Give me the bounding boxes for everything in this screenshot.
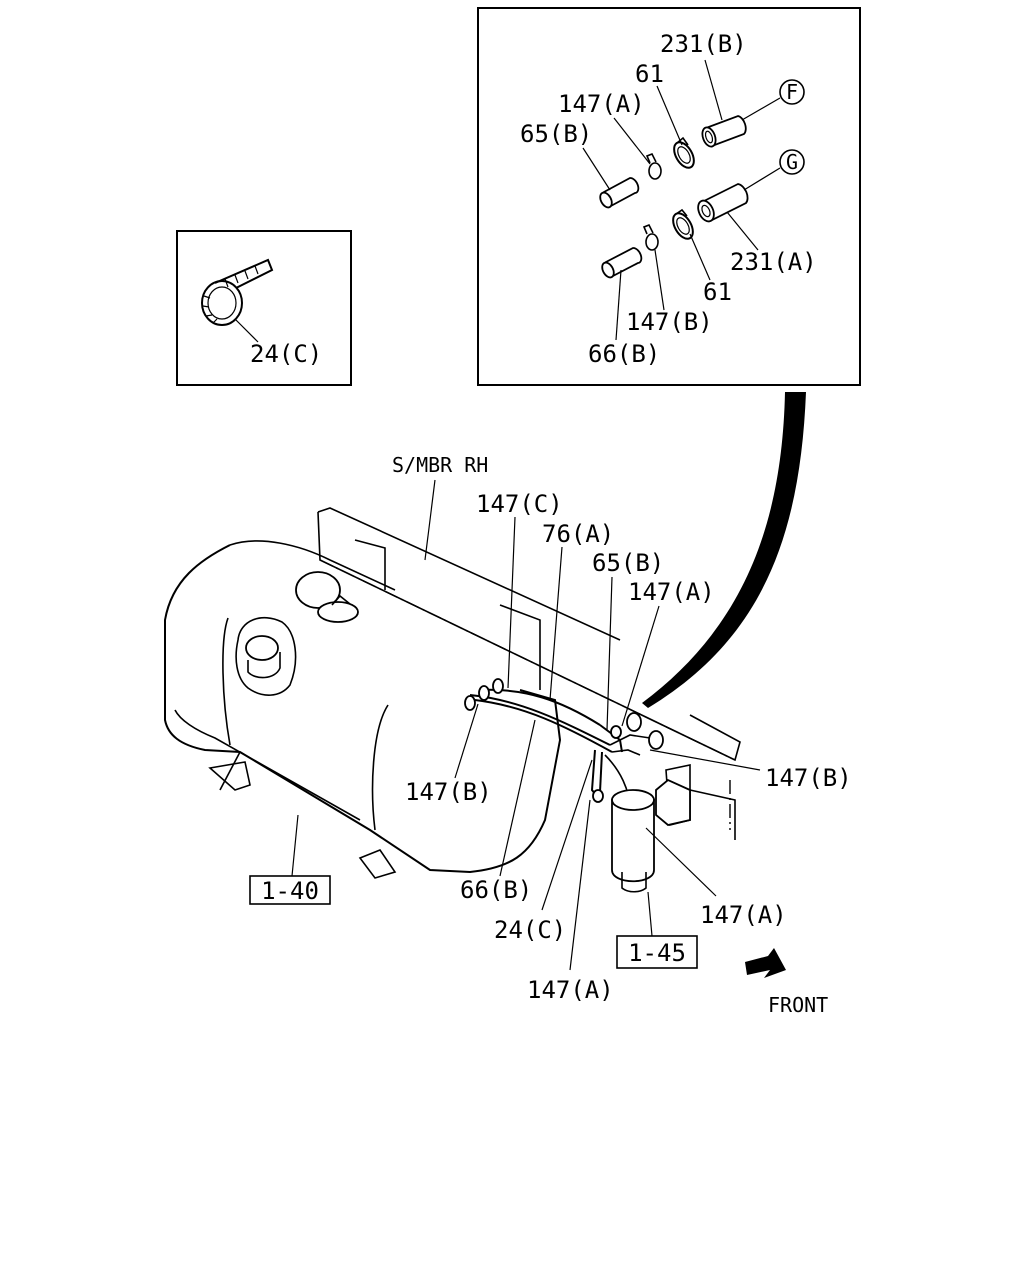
ref-tank: 1-40 <box>249 875 331 905</box>
tie-inset-frame <box>176 230 352 386</box>
label-76a: 76(A) <box>542 520 614 548</box>
label-65b-main: 65(B) <box>592 549 664 577</box>
connector-f-circle <box>779 79 805 105</box>
cable-tie-drawing <box>201 258 274 326</box>
fuel-filter-drawing <box>611 778 691 893</box>
clamp-147b-drawing <box>642 223 659 251</box>
tank-sender-boss-drawing <box>235 616 297 696</box>
main-clamps-drawing <box>464 678 664 831</box>
label-65b-inset: 65(B) <box>520 120 592 148</box>
label-61-bottom: 61 <box>703 278 732 306</box>
label-231a: 231(A) <box>730 248 817 276</box>
label-66b-inset: 66(B) <box>588 340 660 368</box>
tie-inset: 24(C) <box>176 230 352 386</box>
detail-inset-frame <box>477 7 861 386</box>
connector-g-circle <box>779 149 805 175</box>
connector-f-letter: F <box>786 80 798 104</box>
front-label: FRONT <box>768 993 828 1017</box>
label-66b-main: 66(B) <box>460 876 532 904</box>
label-147c: 147(C) <box>476 490 563 518</box>
tank-filler-cap-drawing <box>295 571 359 623</box>
fuel-tank-drawing <box>164 540 562 879</box>
hose-231b-drawing <box>701 115 747 148</box>
label-147b-left: 147(B) <box>405 778 492 806</box>
ref-filter-box <box>616 935 698 969</box>
tie-inset-leader <box>235 319 259 343</box>
front-arrow-icon <box>745 948 786 978</box>
main-leaders <box>291 479 761 971</box>
label-frame-member: S/MBR RH <box>392 453 488 477</box>
connector-g: G <box>779 149 805 175</box>
ref-filter-label: 1-45 <box>628 939 686 967</box>
clamp-147a-drawing <box>645 152 662 180</box>
label-147b-inset: 147(B) <box>626 308 713 336</box>
front-indicator: FRONT <box>745 948 828 1017</box>
frame-member-drawing <box>317 507 741 840</box>
main-assembly: S/MBR RH 147(C) 76(A) 65(B) 147(A) 147(B… <box>164 453 852 1017</box>
hose-231a-drawing <box>697 183 749 223</box>
clip-61-top-drawing <box>673 136 695 169</box>
label-147b-right: 147(B) <box>765 764 852 792</box>
pipe-66b-drawing <box>601 247 643 279</box>
detail-inset: F G 231(B) 61 147(A) 65(B) 231(A) 61 147… <box>477 7 861 386</box>
label-147a-top: 147(A) <box>628 578 715 606</box>
label-147a-right: 147(A) <box>700 901 787 929</box>
label-147a-inset: 147(A) <box>558 90 645 118</box>
label-24c-inset: 24(C) <box>250 340 322 368</box>
detail-callout-connector <box>642 392 806 708</box>
clip-61-bottom-drawing <box>672 208 694 240</box>
ref-filter: 1-45 <box>616 935 698 969</box>
label-231b: 231(B) <box>660 30 747 58</box>
detail-leaders <box>582 59 781 341</box>
ref-tank-label: 1-40 <box>261 877 319 905</box>
ref-tank-box <box>249 875 331 905</box>
label-24c-main: 24(C) <box>494 916 566 944</box>
label-147a-bottom: 147(A) <box>527 976 614 1004</box>
connector-f: F <box>779 79 805 105</box>
label-61-top: 61 <box>635 60 664 88</box>
connector-g-letter: G <box>786 150 798 174</box>
pipe-65b-drawing <box>599 177 640 209</box>
